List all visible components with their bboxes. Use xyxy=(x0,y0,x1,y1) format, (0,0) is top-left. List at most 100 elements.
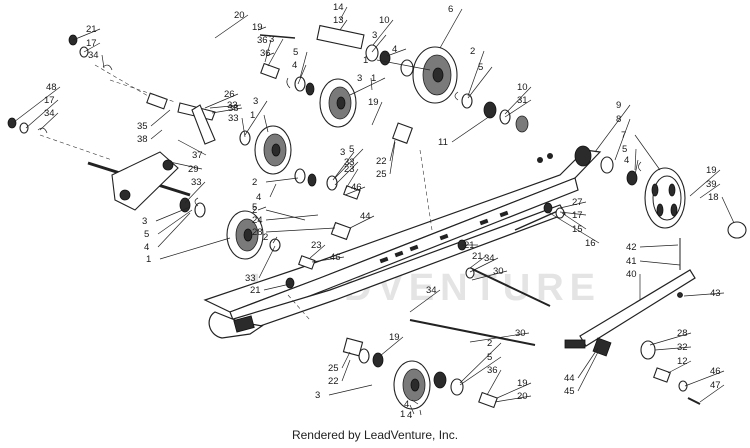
idler-wheel-1-bottom xyxy=(393,360,431,410)
callout-leader-34 xyxy=(469,257,499,273)
callout-12: 12 xyxy=(677,356,688,367)
callout-2: 2 xyxy=(263,232,268,243)
callout-4: 4 xyxy=(624,155,629,166)
rear-arm xyxy=(564,238,696,349)
callout-leader-19 xyxy=(496,382,532,399)
callout-leader-3 xyxy=(244,100,268,136)
callout-leader-19 xyxy=(257,26,267,31)
callout-leader-44 xyxy=(349,215,375,229)
callout-leader-35 xyxy=(150,109,171,127)
callout-leader-33 xyxy=(241,117,246,138)
callout-1: 1 xyxy=(363,55,368,66)
callout-leader-20 xyxy=(214,14,249,39)
callout-leader-25 xyxy=(389,141,396,175)
callout-22: 22 xyxy=(328,376,339,387)
callout-leader-1 xyxy=(376,59,431,71)
callout-17: 17 xyxy=(572,210,583,221)
callout-1: 1 xyxy=(250,110,255,121)
end-cap-18 xyxy=(727,221,747,239)
callout-47: 47 xyxy=(710,380,721,391)
callout-leader-20 xyxy=(494,395,532,403)
callout-leader-34 xyxy=(101,54,105,69)
front-arm-bracket xyxy=(111,102,216,211)
rail-holes xyxy=(379,153,553,264)
callout-46: 46 xyxy=(330,252,341,263)
callout-leader-46 xyxy=(311,256,345,263)
callout-10: 10 xyxy=(517,82,528,93)
callout-28: 28 xyxy=(252,227,263,238)
callout-leader-19 xyxy=(689,169,721,197)
idler-wheel-1-lower xyxy=(226,210,264,260)
callout-32: 32 xyxy=(677,342,688,353)
callout-39: 39 xyxy=(706,179,717,190)
callout-31: 31 xyxy=(517,95,528,106)
callout-43: 43 xyxy=(710,288,721,299)
callout-38: 38 xyxy=(137,134,148,145)
callout-44: 44 xyxy=(564,373,575,384)
callout-leader-3 xyxy=(370,77,373,91)
wheels xyxy=(226,46,747,410)
callout-leader-5 xyxy=(157,209,193,235)
callout-leader-25 xyxy=(341,351,351,369)
callout-leader-21 xyxy=(263,283,291,291)
callout-leader-30 xyxy=(469,332,530,343)
callout-leader-2 xyxy=(272,236,278,244)
callout-leader-34 xyxy=(409,289,441,313)
callout-leader-19 xyxy=(379,336,404,357)
callout-34: 34 xyxy=(44,108,55,119)
callout-18: 18 xyxy=(708,192,719,203)
idler-wheel-1-left xyxy=(254,125,292,175)
callout-leader-46 xyxy=(684,370,725,387)
callout-4: 4 xyxy=(392,44,397,55)
callout-leader-46 xyxy=(344,186,366,196)
callout-48: 48 xyxy=(46,82,57,93)
callout-leader-5 xyxy=(634,148,637,171)
callout-30: 30 xyxy=(515,328,526,339)
callout-17: 17 xyxy=(86,38,97,49)
callout-leader-47 xyxy=(699,384,725,403)
idler-wheel-6 xyxy=(412,46,458,104)
callout-3: 3 xyxy=(142,216,147,227)
callout-leader-11 xyxy=(451,115,491,143)
callout-leader-1 xyxy=(263,114,269,133)
callout-leader-33 xyxy=(184,181,206,204)
callout-27: 27 xyxy=(572,197,583,208)
callout-leader-30 xyxy=(471,270,508,281)
callout-2: 2 xyxy=(252,205,257,216)
callout-leader-36 xyxy=(486,369,502,396)
callout-leader-4 xyxy=(386,48,407,57)
callout-leader-4 xyxy=(419,409,422,416)
callout-leader-33 xyxy=(258,245,276,279)
callout-4: 4 xyxy=(404,399,409,410)
idler-wheel-1-upper xyxy=(319,78,357,128)
callout-33: 33 xyxy=(245,273,256,284)
callout-33: 33 xyxy=(191,177,202,188)
callout-leader-7 xyxy=(634,134,661,171)
callout-leader-1 xyxy=(349,77,386,96)
callout-33: 33 xyxy=(344,157,355,168)
shafts xyxy=(87,24,561,346)
callout-5: 5 xyxy=(622,144,627,155)
callout-leader-34 xyxy=(39,112,59,131)
callout-leader-17 xyxy=(83,42,101,53)
callout-leader-32 xyxy=(654,346,692,351)
callout-leader-14 xyxy=(339,6,348,21)
callout-19: 19 xyxy=(252,22,263,33)
callout-33: 33 xyxy=(227,100,238,111)
callout-11: 11 xyxy=(438,137,448,148)
callout-4: 4 xyxy=(256,192,261,203)
callout-leader-2 xyxy=(265,177,299,183)
callout-leader-6 xyxy=(439,8,463,49)
callout-16: 16 xyxy=(585,238,596,249)
callout-leader-28 xyxy=(649,332,692,346)
callout-2: 2 xyxy=(252,177,257,188)
callout-5: 5 xyxy=(144,229,149,240)
callout-4: 4 xyxy=(144,242,149,253)
callout-leader-3 xyxy=(332,151,355,181)
callout-leader-4 xyxy=(634,159,639,176)
callout-leader-48 xyxy=(13,86,61,123)
callout-leader-36 xyxy=(264,39,272,63)
callout-21: 21 xyxy=(86,24,97,35)
callout-45: 45 xyxy=(564,386,575,397)
